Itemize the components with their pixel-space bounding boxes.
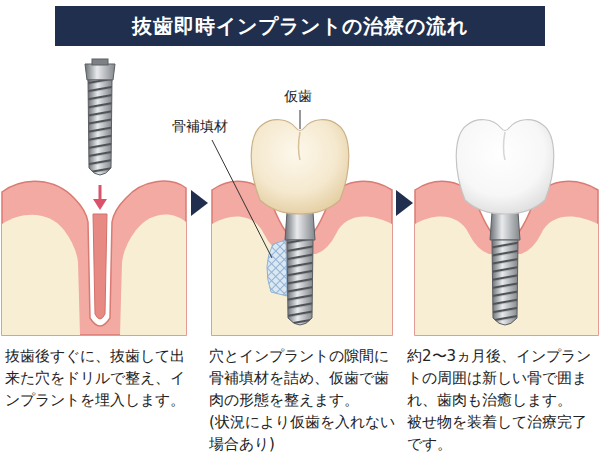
title-text: 抜歯即時インプラントの治療の流れ <box>132 13 468 40</box>
bone <box>2 215 80 335</box>
leader-line <box>300 110 301 129</box>
implant-hex <box>92 59 108 65</box>
implant-thread <box>492 240 518 325</box>
implant-body <box>88 80 112 175</box>
step-text: 被せ物を装着して治療完了です。 <box>407 411 595 455</box>
implant-thread <box>88 80 112 175</box>
socket <box>93 214 107 319</box>
bone-graft <box>267 240 287 296</box>
temporary-crown <box>251 120 349 214</box>
insert-arrow <box>99 185 102 200</box>
title-banner: 抜歯即時インプラントの治療の流れ <box>55 6 545 46</box>
implant-collar <box>85 64 115 80</box>
step-note: (状況により仮歯を入れない場合あり) <box>209 411 399 455</box>
step-chevron <box>191 190 208 216</box>
step-chevron <box>396 190 413 216</box>
step-text: 抜歯後すぐに、抜歯して出来た穴をドリルで整え、インプラントを埋入します。 <box>5 345 195 411</box>
panel-temporary <box>212 110 392 335</box>
panel-final <box>415 120 598 335</box>
implant-body <box>492 240 518 325</box>
insert-arrow-head <box>93 199 107 210</box>
crown-fissure <box>504 132 506 160</box>
bone <box>120 214 186 335</box>
final-crown <box>456 120 554 214</box>
step-text: 穴とインプラントの隙間に骨補填材を詰め、仮歯で歯肉の形態を整えます。 <box>209 345 399 411</box>
leader-line <box>212 140 272 258</box>
implant-body <box>287 240 313 325</box>
part-label: 仮歯 <box>282 86 314 106</box>
step-text: 約2〜3ヵ月後、インプラントの周囲は新しい骨で囲まれ、歯肉も治癒します。 <box>407 345 595 411</box>
implant-thread <box>287 240 313 325</box>
part-label: 骨補填材 <box>170 116 230 136</box>
gum <box>2 181 186 335</box>
panel-extraction <box>2 59 186 335</box>
crown-fissure <box>299 132 301 160</box>
